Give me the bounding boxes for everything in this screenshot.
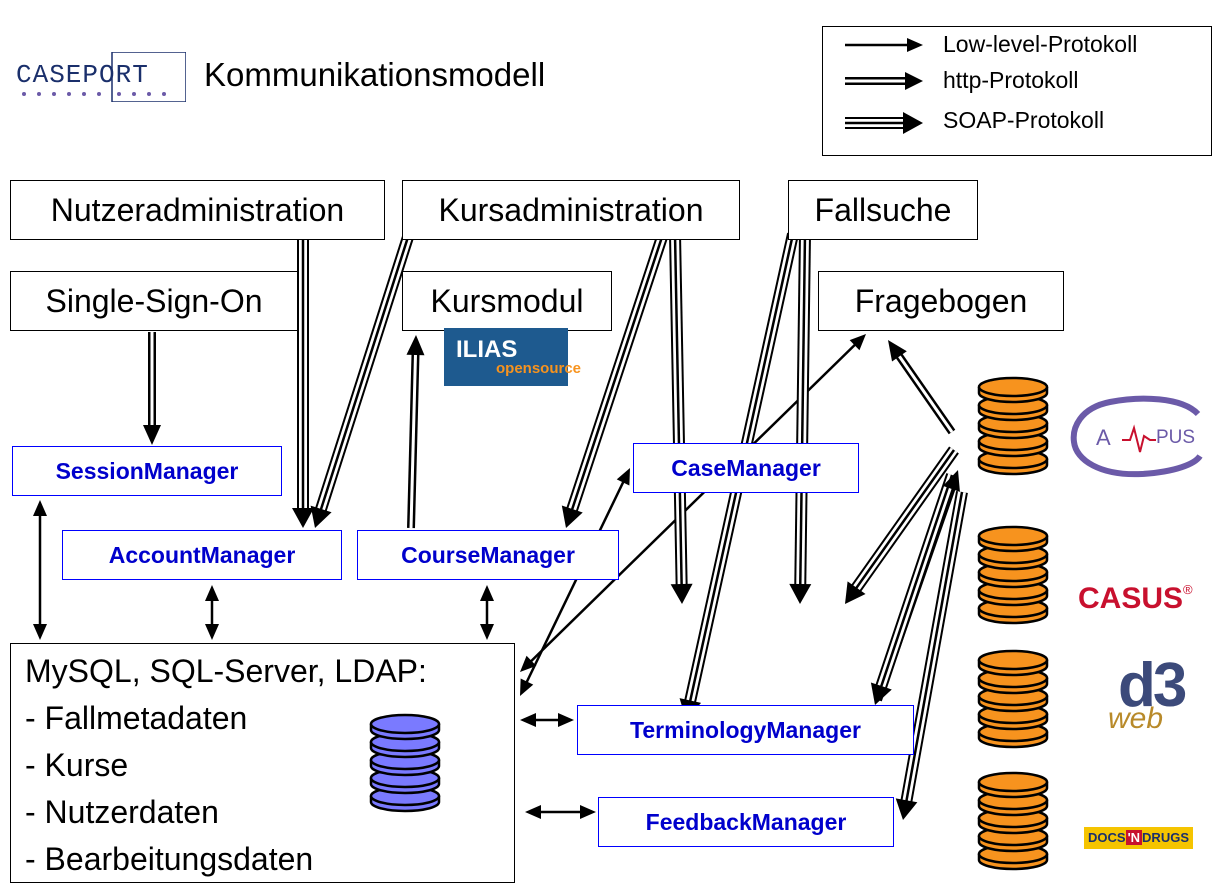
arrow-head	[310, 505, 332, 528]
legend-item-low-level: Low-level-Protokoll	[943, 31, 1138, 57]
connection-line	[854, 449, 956, 591]
connection-line	[319, 236, 410, 512]
campus-database-icon	[977, 376, 1049, 476]
arrow-head	[520, 713, 536, 727]
campus-logo-left-text: A	[1096, 425, 1111, 450]
page-title: Kommunikationsmodell	[204, 56, 546, 93]
ilias-logo-text: ILIAS	[456, 336, 518, 363]
course-manager: CourseManager	[357, 530, 619, 580]
connection-line	[409, 352, 418, 529]
ilias-logo-subtext: opensource	[496, 360, 582, 377]
datastore-item-nutzerdaten: - Nutzerdaten	[25, 794, 219, 830]
arrow-head	[895, 798, 918, 820]
feedback-manager: FeedbackManager	[598, 797, 894, 847]
datastore-item-fallmetadaten: - Fallmetadaten	[25, 700, 248, 736]
datastore-item-bearbeitungsdaten: - Bearbeitungsdaten	[25, 841, 314, 877]
arrow-head	[406, 335, 425, 356]
arrow-head	[845, 581, 866, 604]
arrow-head	[520, 678, 534, 696]
d3web-logo-text: d3	[1118, 651, 1187, 720]
caseport-logo-graphic: CASEPORT	[16, 51, 187, 103]
arrow-head	[292, 508, 314, 528]
ilias-logo: ILIAS opensource	[444, 328, 581, 386]
arrow-head	[849, 334, 866, 351]
d3web-logo: d3 web	[1100, 650, 1210, 750]
casus-registered-mark: ®	[1183, 582, 1193, 597]
casus-logo-text: CASUS	[1078, 582, 1184, 615]
arrow-head	[205, 624, 219, 640]
legend: Low-level-Protokoll http-Protokoll SOAP-…	[822, 26, 1212, 156]
terminology-manager: TerminologyManager	[577, 705, 914, 755]
docsndrugs-logo-mid: 'N	[1125, 830, 1143, 845]
caseport-logo: CASEPORT	[16, 51, 187, 103]
arrow-head	[670, 583, 693, 604]
arrow-head	[33, 500, 47, 516]
module-fallsuche: Fallsuche	[788, 180, 978, 240]
arrow-head	[558, 713, 574, 727]
arrow-head	[870, 682, 892, 705]
module-kursmodul: Kursmodul	[402, 271, 612, 331]
account-manager: AccountManager	[62, 530, 342, 580]
arrow-head	[480, 585, 494, 601]
case-manager: CaseManager	[633, 443, 859, 493]
connection-line	[904, 491, 964, 803]
session-manager: SessionManager	[12, 446, 282, 496]
caseport-logo-text: CASEPORT	[16, 60, 149, 90]
module-single-sign-on: Single-Sign-On	[10, 271, 298, 331]
casus-logo: CASUS®	[1078, 582, 1217, 622]
arrow-head	[561, 505, 583, 528]
datastore-title: MySQL, SQL-Server, LDAP:	[25, 653, 427, 689]
casus-database-icon	[977, 525, 1049, 625]
connection-line	[798, 233, 807, 587]
docsndrugs-logo-left: DOCS	[1088, 830, 1126, 845]
arrow-head	[520, 655, 537, 672]
arrow-head	[616, 468, 630, 486]
datastore-item-kurse: - Kurse	[25, 747, 129, 783]
d3web-logo-subtext: web	[1108, 702, 1164, 735]
legend-item-soap: SOAP-Protokoll	[943, 107, 1105, 133]
arrow-head	[480, 624, 494, 640]
arrow-head	[143, 425, 161, 445]
connection-line	[897, 353, 954, 433]
legend-line-samples	[845, 38, 923, 134]
arrow-head	[525, 805, 541, 819]
docsndrugs-logo-right: DRUGS	[1142, 830, 1189, 845]
campus-logo-right-text: PUS	[1156, 427, 1196, 448]
module-nutzeradministration: Nutzeradministration	[10, 180, 385, 240]
arrow-head	[33, 624, 47, 640]
internal-database-icon	[369, 713, 441, 813]
docsndrugs-database-icon	[977, 771, 1049, 871]
arrow-head	[789, 583, 812, 604]
legend-item-http: http-Protokoll	[943, 67, 1079, 93]
arrow-head	[942, 470, 960, 492]
connection-line	[879, 474, 954, 689]
d3web-database-icon	[977, 649, 1049, 749]
module-fragebogen: Fragebogen	[818, 271, 1064, 331]
connection-line	[524, 480, 626, 684]
campus-logo-graphic	[1070, 395, 1203, 478]
arrow-head	[580, 805, 596, 819]
arrow-head	[888, 340, 907, 362]
module-kursadministration: Kursadministration	[402, 180, 740, 240]
connection-line	[673, 233, 683, 587]
connection-line	[570, 233, 665, 512]
arrow-head	[205, 585, 219, 601]
campus-logo: A PUS	[1070, 392, 1210, 482]
